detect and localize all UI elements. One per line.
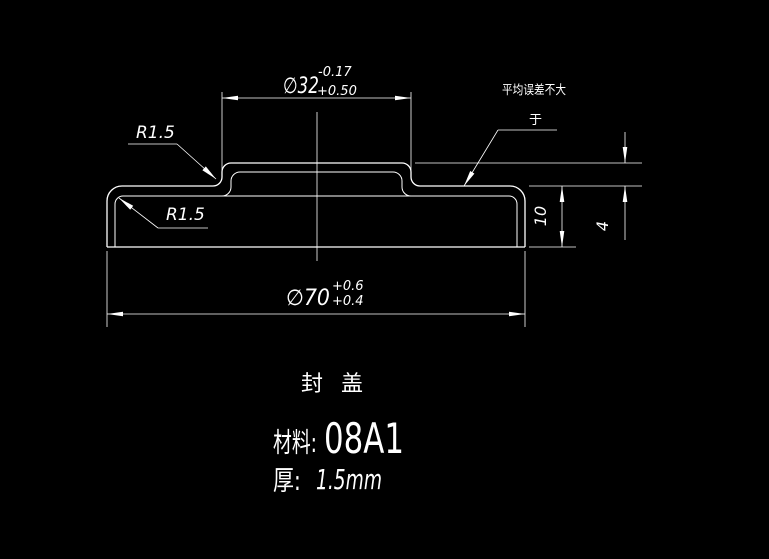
- part-name: 封 盖: [301, 372, 363, 397]
- part-inner-profile: [114, 195, 518, 247]
- thickness-label: 厚:: [273, 466, 301, 497]
- arrowhead: [464, 171, 475, 186]
- dim-diameter-32: ∅32 -0.17 +0.50: [221, 65, 412, 170]
- dim-70-tol-upper: +0.6: [332, 279, 364, 294]
- note-line1: 平均误差不大: [502, 82, 566, 97]
- radius-step-label: R1.5: [136, 123, 175, 143]
- dim-70-value: ∅70: [286, 286, 330, 311]
- arrowhead: [509, 311, 525, 317]
- dim-4-value: 4: [593, 221, 612, 231]
- material-value: 08A1: [324, 414, 404, 463]
- arrowhead: [559, 186, 565, 202]
- thickness-value: 1.5mm: [316, 463, 382, 496]
- dim-32-tol-upper: -0.17: [318, 65, 352, 80]
- part-profile: [106, 162, 526, 248]
- dim-height-4: 4: [415, 132, 642, 240]
- dim-32-value: ∅32: [283, 74, 319, 99]
- part-outer-profile: [106, 162, 526, 247]
- arrowhead: [202, 166, 216, 179]
- arrowhead: [107, 311, 123, 317]
- radius-callout-corner: R1.5: [118, 197, 208, 229]
- radius-corner-label: R1.5: [166, 205, 205, 225]
- arrowhead: [222, 95, 238, 101]
- arrowhead: [622, 186, 628, 202]
- dim-70-tol-lower: +0.4: [332, 294, 364, 309]
- material-label: 材料:: [273, 428, 317, 459]
- note-average-error: 平均误差不大 于: [463, 82, 566, 187]
- dim-diameter-70: ∅70 +0.6 +0.4: [106, 251, 526, 327]
- note-line2: 于: [529, 113, 542, 128]
- radius-callout-step: R1.5: [128, 123, 217, 180]
- arrowhead: [119, 198, 134, 210]
- dim-32-tol-lower: +0.50: [317, 84, 357, 99]
- dim-height-10: 10: [529, 185, 642, 248]
- dim-10-value: 10: [531, 206, 550, 226]
- arrowhead: [559, 231, 565, 247]
- arrowhead: [622, 147, 628, 163]
- title-block: 封 盖 材料: 08A1 厚: 1.5mm: [273, 372, 404, 497]
- arrowhead: [395, 95, 411, 101]
- part-inner-step-profile: [221, 171, 412, 197]
